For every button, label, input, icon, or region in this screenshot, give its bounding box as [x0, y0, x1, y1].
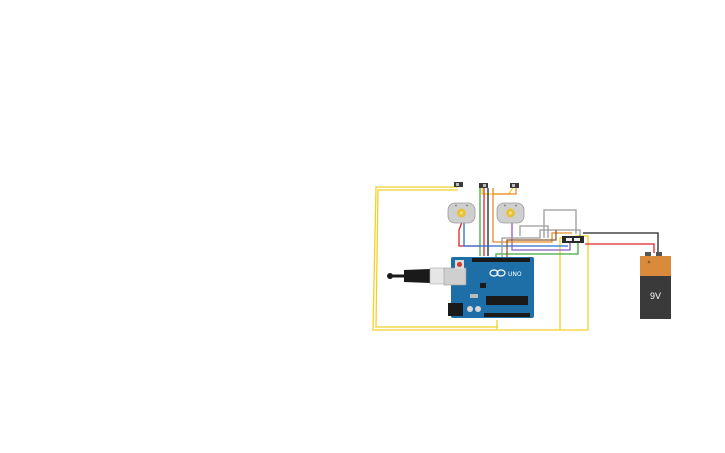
motor-driver-chip[interactable] — [562, 236, 584, 243]
red-wire[interactable] — [585, 243, 655, 253]
slide-switch[interactable] — [510, 183, 519, 188]
blue-wire[interactable] — [463, 222, 568, 247]
slide-switch[interactable] — [454, 182, 463, 187]
red-wire[interactable] — [458, 221, 480, 247]
dc-motor[interactable] — [447, 202, 476, 224]
purple-wire[interactable] — [511, 222, 571, 251]
yellow-wire[interactable] — [559, 237, 566, 330]
board-logo-text: UNO — [508, 271, 522, 278]
gray-wire[interactable] — [501, 229, 581, 258]
battery-9v[interactable]: 9V — [640, 252, 671, 319]
slide-switches — [454, 182, 519, 188]
infinity-logo — [489, 269, 506, 277]
brown-wire[interactable] — [506, 230, 557, 258]
wires — [372, 185, 659, 331]
arduino-uno-board[interactable]: UNO — [443, 257, 534, 318]
battery-label: 9V — [650, 291, 661, 301]
green-wire[interactable] — [495, 242, 579, 258]
gray-wire[interactable] — [519, 225, 549, 238]
usb-cable[interactable] — [387, 267, 446, 285]
orange-wire[interactable] — [493, 186, 517, 195]
dc-motor[interactable] — [496, 202, 525, 224]
slide-switch[interactable] — [479, 183, 488, 188]
yellow-wire[interactable] — [375, 189, 498, 328]
gray-wire[interactable] — [543, 209, 577, 238]
orange-wire[interactable] — [492, 188, 572, 243]
black-wire[interactable] — [583, 232, 659, 253]
